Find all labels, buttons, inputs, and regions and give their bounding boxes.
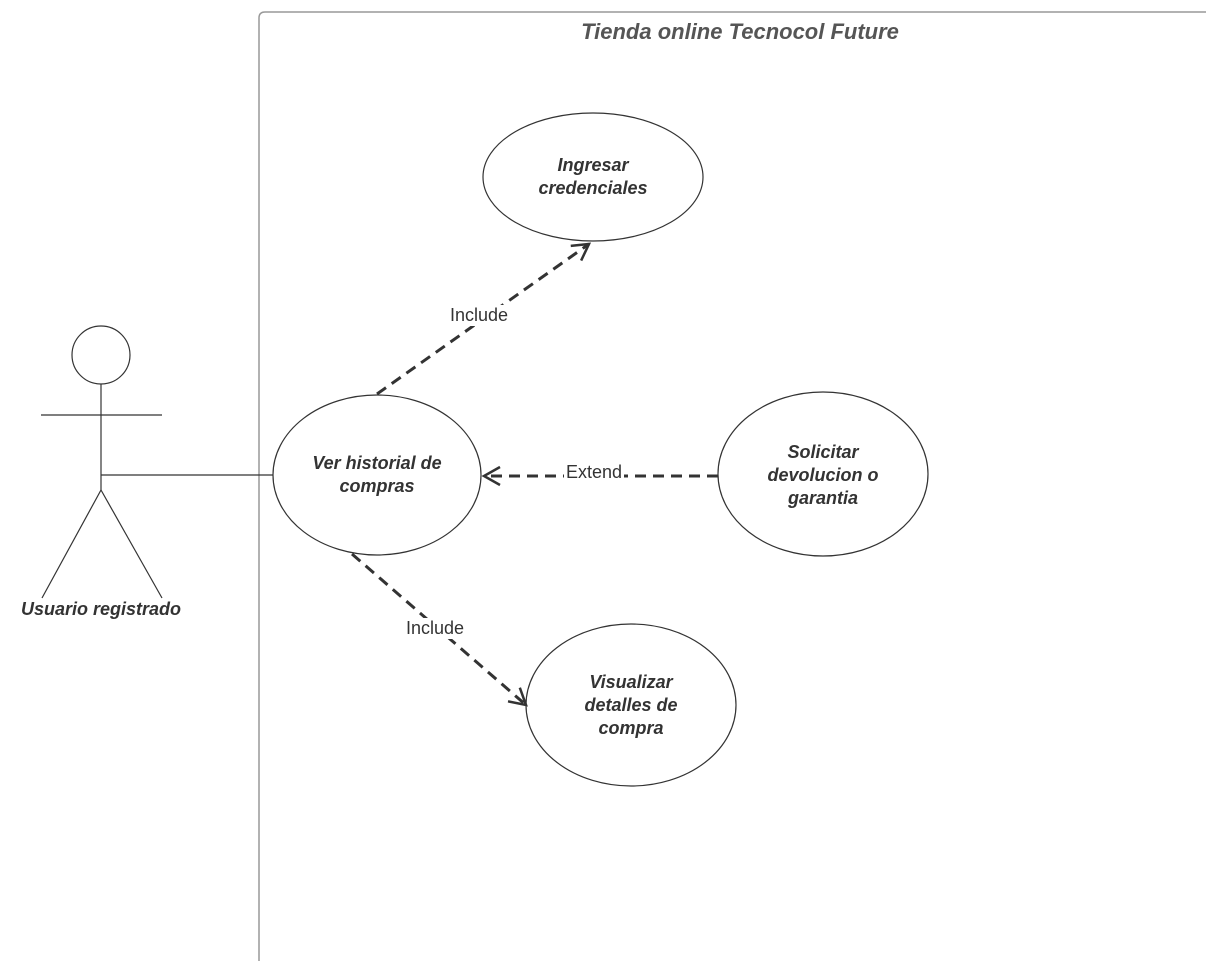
use-case-solicitar-devolucion-ellipse[interactable] [717, 391, 929, 557]
include-bottom-label: Include [404, 618, 467, 639]
use-case-solicitar-devolucion-label[interactable]: Solicitar devolucion o garantia [767, 441, 879, 508]
use-case-ingresar-credenciales-ellipse[interactable] [482, 112, 704, 242]
actor-left-leg [41, 489, 102, 599]
actor-right-leg [100, 489, 163, 599]
use-case-visualizar-detalles-label[interactable]: Visualizar detalles de compra [584, 671, 678, 738]
use-case-ver-historial-label[interactable]: Ver historial de compras [312, 453, 442, 496]
include-top-label: Include [448, 305, 511, 326]
use-case-ver-historial-ellipse[interactable] [272, 394, 482, 556]
actor-figure [41, 325, 163, 599]
system-boundary [258, 11, 1206, 961]
actor-label: Usuario registrado [20, 599, 182, 619]
system-title: Tienda online Tecnocol Future [581, 19, 899, 44]
extend-label: Extend [564, 462, 625, 483]
actor-head [71, 325, 131, 385]
use-case-ingresar-credenciales-label[interactable]: Ingresar credenciales [538, 155, 648, 198]
